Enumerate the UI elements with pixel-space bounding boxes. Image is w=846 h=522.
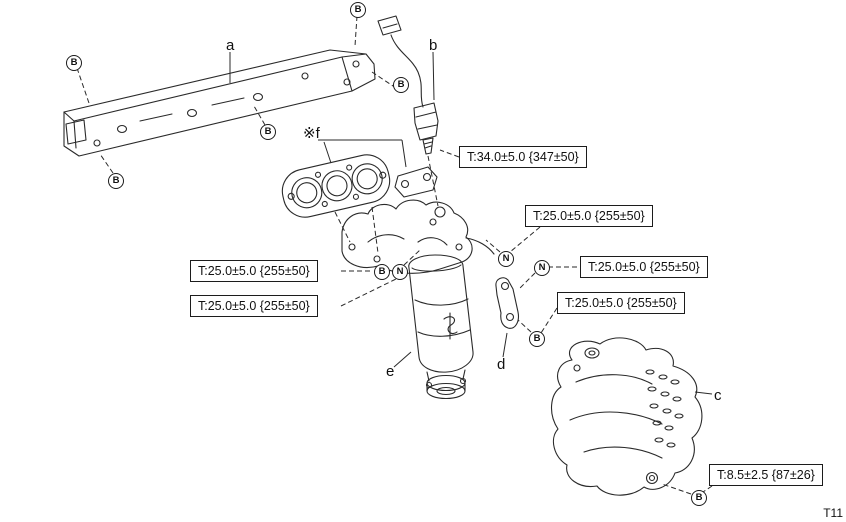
- part-label-b: b: [429, 37, 438, 54]
- bolt-marker-insulator: B: [691, 490, 707, 506]
- bolt-marker-beam-left-top: B: [66, 55, 82, 71]
- bolt-marker-manifold-left: B: [374, 264, 390, 280]
- bolt-marker-beam-right: B: [393, 77, 409, 93]
- torque-spec-manifold-left-upper: T:25.0±5.0 {255±50}: [190, 260, 318, 283]
- part-label-c: c: [714, 387, 722, 404]
- torque-spec-oxygen-sensor: T:34.0±5.0 {347±50}: [459, 146, 587, 169]
- part-label-e: e: [386, 363, 395, 380]
- page-reference-code: T11: [823, 506, 843, 520]
- torque-spec-manifold-right-nut: T:25.0±5.0 {255±50}: [580, 256, 708, 279]
- torque-spec-support-bracket: T:25.0±5.0 {255±50}: [557, 292, 685, 315]
- bolt-marker-beam-left-bottom: B: [108, 173, 124, 189]
- nut-marker-manifold-left: N: [392, 264, 408, 280]
- part-label-d: d: [497, 356, 506, 373]
- nut-marker-manifold-right: N: [534, 260, 550, 276]
- nut-marker-manifold-upper: N: [498, 251, 514, 267]
- torque-spec-manifold-left-lower: T:25.0±5.0 {255±50}: [190, 295, 318, 318]
- bolt-marker-beam-top: B: [350, 2, 366, 18]
- torque-spec-manifold-upper-nut: T:25.0±5.0 {255±50}: [525, 205, 653, 228]
- torque-spec-insulator-bolt: T:8.5±2.5 {87±26}: [709, 464, 823, 487]
- part-label-f: ※f: [303, 125, 320, 142]
- bolt-marker-bracket: B: [529, 331, 545, 347]
- part-label-a: a: [226, 37, 235, 54]
- bolt-marker-beam-middle: B: [260, 124, 276, 140]
